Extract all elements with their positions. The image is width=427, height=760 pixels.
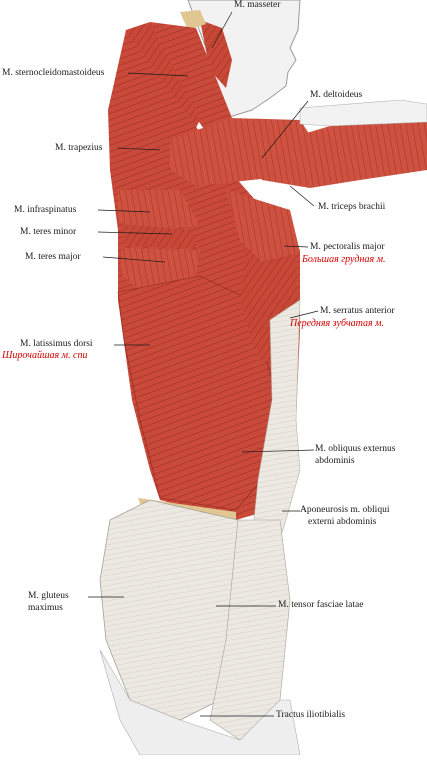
label-latissimus-dorsi-ru: Широчайшая м. спи	[2, 350, 88, 361]
label-serratus-anterior: M. serratus anterior	[320, 306, 395, 316]
label-obliquus-externus-line2: abdominis	[315, 456, 355, 466]
label-trapezius: M. trapezius	[55, 143, 103, 153]
label-deltoideus: M. deltoideus	[310, 90, 363, 100]
label-serratus-anterior-ru: Передняя зубчатая м.	[290, 318, 384, 329]
infraspinatus-muscle	[118, 190, 200, 232]
label-aponeurosis-line1: Aponeurosis m. obliqui	[300, 505, 390, 515]
label-infraspinatus: M. infraspinatus	[14, 205, 77, 215]
label-tensor-fasciae-latae: M. tensor fasciae latae	[278, 600, 364, 610]
label-teres-major: M. teres major	[25, 252, 81, 262]
triceps-brachii-muscle	[250, 118, 427, 188]
teres-minor-muscle	[120, 224, 198, 248]
label-triceps-brachii: M. triceps brachii	[318, 202, 386, 212]
label-sternocleidomastoideus: M. sternocleidomastoideus	[2, 68, 105, 78]
label-masseter: M. masseter	[234, 0, 281, 10]
label-gluteus-maximus-line2: maximus	[28, 603, 63, 613]
label-gluteus-maximus-line1: M. gluteus	[28, 591, 69, 601]
label-pectoralis-major-ru: Большая грудная м.	[302, 254, 386, 265]
sternocleidomastoid-muscle	[150, 22, 232, 132]
leader-lines	[88, 11, 319, 717]
masseter-muscle	[200, 20, 232, 88]
label-latissimus-dorsi: M. latissimus dorsi	[20, 339, 93, 349]
pectoralis-major-muscle	[226, 190, 300, 262]
label-tractus-iliotibialis: Tractus iliotibialis	[276, 710, 346, 720]
label-pectoralis-major: M. pectoralis major	[310, 242, 385, 252]
label-teres-minor: M. teres minor	[20, 227, 77, 237]
gluteus-maximus-muscle	[99, 499, 239, 721]
latissimus-dorsi-muscle	[117, 275, 273, 511]
thigh-skin	[99, 649, 301, 756]
teres-major-muscle	[120, 248, 200, 290]
arm-skin	[299, 99, 427, 127]
label-aponeurosis-line2: externi abdominis	[308, 517, 377, 527]
label-obliquus-externus-line1: M. obliquus externus	[315, 444, 396, 454]
ear-tendon	[180, 10, 206, 30]
